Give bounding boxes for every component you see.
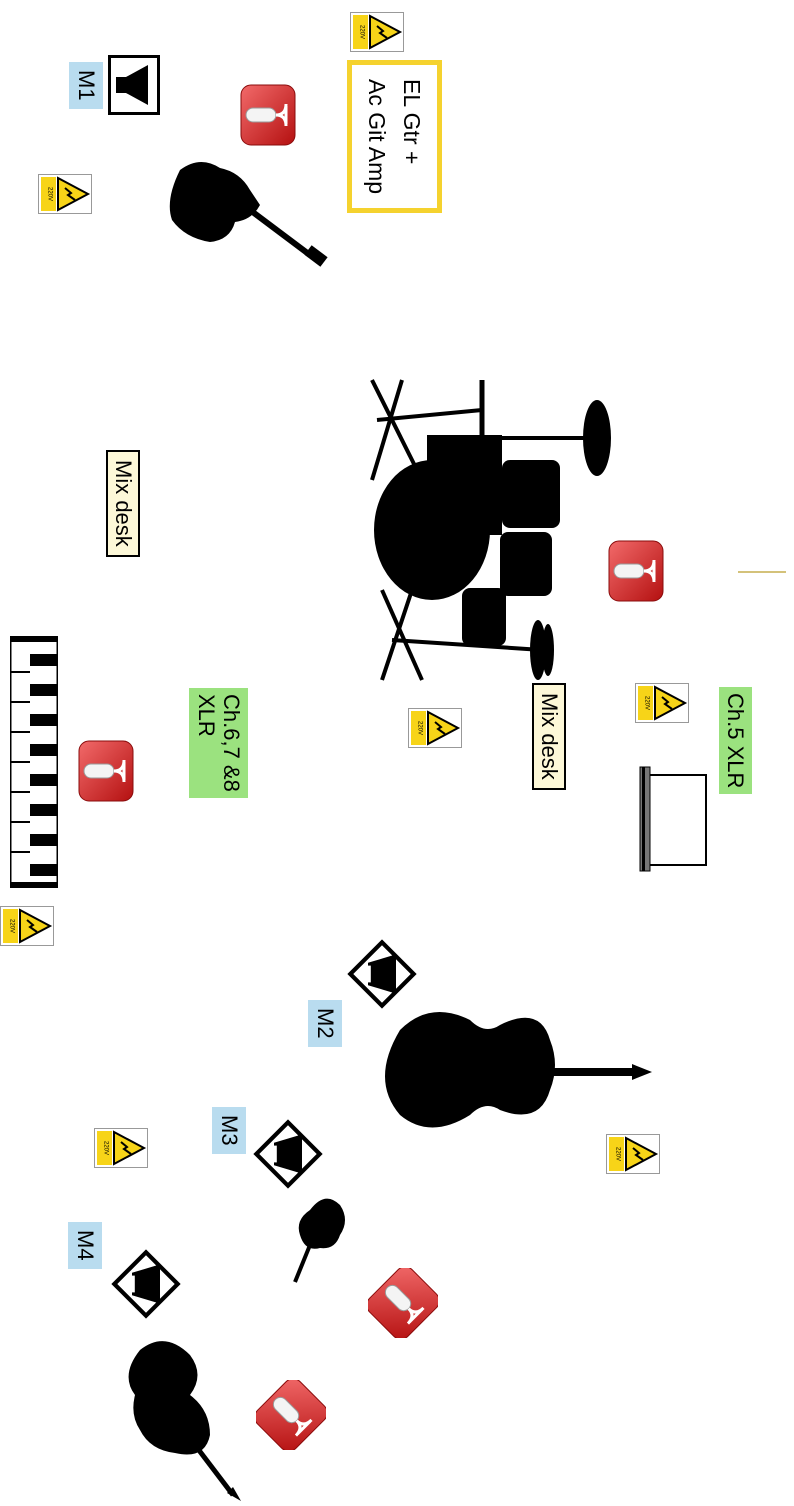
amp-label-line2: Ac Git Amp xyxy=(360,79,395,194)
violin-icon xyxy=(290,1190,360,1290)
viola-icon xyxy=(115,1335,255,1505)
power-220v-icon xyxy=(350,12,404,52)
microphone-icon xyxy=(368,1268,438,1338)
power-220v-icon xyxy=(606,1134,660,1174)
wedge-monitor-icon xyxy=(108,55,160,115)
microphone-icon xyxy=(256,1380,326,1450)
mix-desk-label-left: Mix desk xyxy=(106,450,140,557)
mix-desk-label-center: Mix desk xyxy=(532,683,566,790)
monitor-label-m2: M2 xyxy=(308,1000,342,1047)
amp-label-line1: EL Gtr + xyxy=(395,79,430,194)
drum-kit-icon xyxy=(362,360,612,690)
microphone-icon xyxy=(78,740,134,802)
monitor-label-m3: M3 xyxy=(212,1107,246,1154)
wedge-monitor-icon xyxy=(246,1112,330,1196)
guitar-icon xyxy=(160,150,360,300)
cable-line xyxy=(738,571,786,573)
power-220v-icon xyxy=(635,683,689,723)
amp-label: EL Gtr + Ac Git Amp xyxy=(347,60,442,213)
monitor-label-m4: M4 xyxy=(68,1222,102,1269)
monitor-label-m1: M1 xyxy=(69,62,103,109)
power-220v-icon xyxy=(94,1128,148,1168)
power-220v-icon xyxy=(0,906,54,946)
channel-label-keys: Ch.6,7 &8 XLR xyxy=(189,688,248,798)
power-220v-icon xyxy=(408,708,462,748)
laptop-icon xyxy=(638,765,710,875)
wedge-monitor-icon xyxy=(104,1242,188,1326)
channel-label-laptop: Ch.5 XLR xyxy=(719,687,752,794)
power-220v-icon xyxy=(38,174,92,214)
keyboard-icon xyxy=(10,636,58,888)
microphone-icon xyxy=(240,84,296,146)
microphone-icon xyxy=(608,540,664,602)
